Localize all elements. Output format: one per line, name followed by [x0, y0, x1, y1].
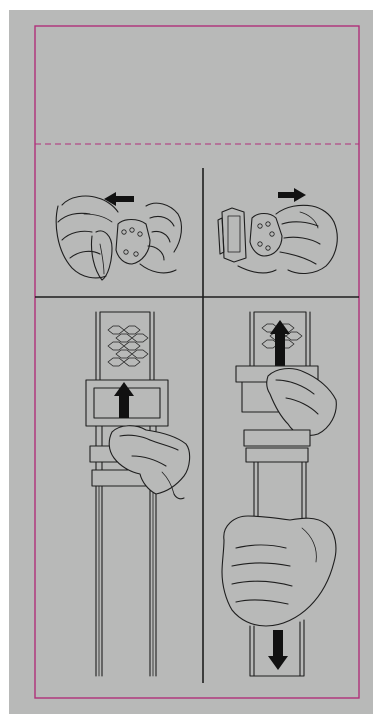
hands-pinch-buckle-icon [56, 192, 181, 280]
hand-push-strap-up-icon [86, 312, 190, 676]
arrow-right-icon [278, 188, 306, 202]
arrow-down-icon [268, 630, 288, 670]
buckle-pull-apart-icon [218, 188, 337, 273]
arrow-up-icon [270, 320, 290, 366]
hand-pull-strap-down-icon [222, 312, 336, 676]
arrow-left-icon [104, 192, 134, 206]
